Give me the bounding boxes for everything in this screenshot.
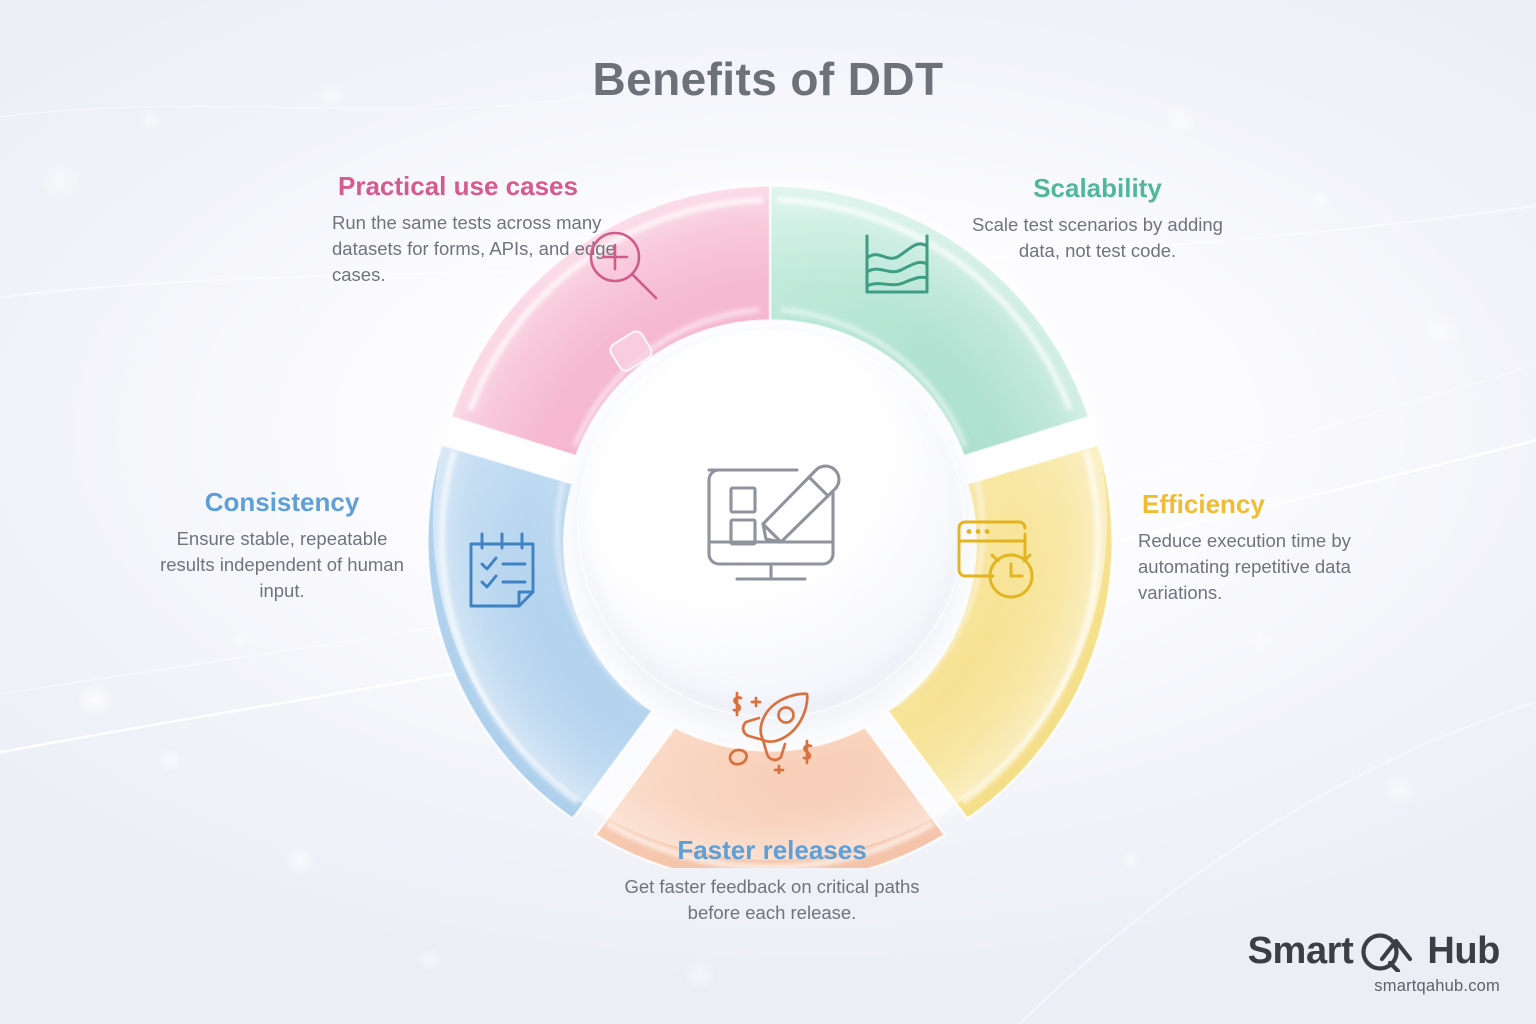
heading-consistency: Consistency xyxy=(204,487,360,517)
heading-practical-use-cases: Practical use cases xyxy=(338,171,578,201)
heading-scalability: Scalability xyxy=(1033,173,1162,203)
page-title: Benefits of DDT xyxy=(592,53,944,105)
area-chart-waves-icon xyxy=(865,234,929,294)
body-scalability: Scale test scenarios by adding data, not… xyxy=(972,213,1223,261)
label-scalability: Scalability Scale test scenarios by addi… xyxy=(965,174,1230,264)
body-consistency: Ensure stable, repeatable results indepe… xyxy=(160,527,404,602)
checklist-notepad-icon xyxy=(469,532,535,608)
browser-clock-icon xyxy=(957,520,1034,599)
monitor-checklist-pencil-icon xyxy=(707,464,841,581)
magnifier-plus-icon xyxy=(589,231,658,300)
body-efficiency: Reduce execution time by automating repe… xyxy=(1138,529,1351,604)
label-efficiency: Efficiency Reduce execution time by auto… xyxy=(1130,490,1430,606)
body-faster-releases: Get faster feedback on critical paths be… xyxy=(624,875,920,923)
logo-word-smart: Smart xyxy=(1247,930,1354,972)
logo-website-url: smartqahub.com xyxy=(1374,977,1500,995)
qa-monogram-icon xyxy=(1361,932,1413,972)
heading-efficiency: Efficiency xyxy=(1142,489,1265,519)
logo-word-hub: Hub xyxy=(1427,930,1500,972)
rocket-dollar-icon xyxy=(728,691,813,774)
center-hub xyxy=(577,330,965,718)
label-consistency: Consistency Ensure stable, repeatable re… xyxy=(152,488,412,604)
label-faster-releases: Faster releases Get faster feedback on c… xyxy=(612,836,932,926)
heading-faster-releases: Faster releases xyxy=(677,835,867,865)
label-practical-use-cases: Practical use cases Run the same tests a… xyxy=(300,172,620,288)
brand-logo: Smart Hub smartqahub.com xyxy=(1247,930,1501,996)
donut-chart xyxy=(425,178,1115,868)
body-practical-use-cases: Run the same tests across many datasets … xyxy=(332,211,616,286)
